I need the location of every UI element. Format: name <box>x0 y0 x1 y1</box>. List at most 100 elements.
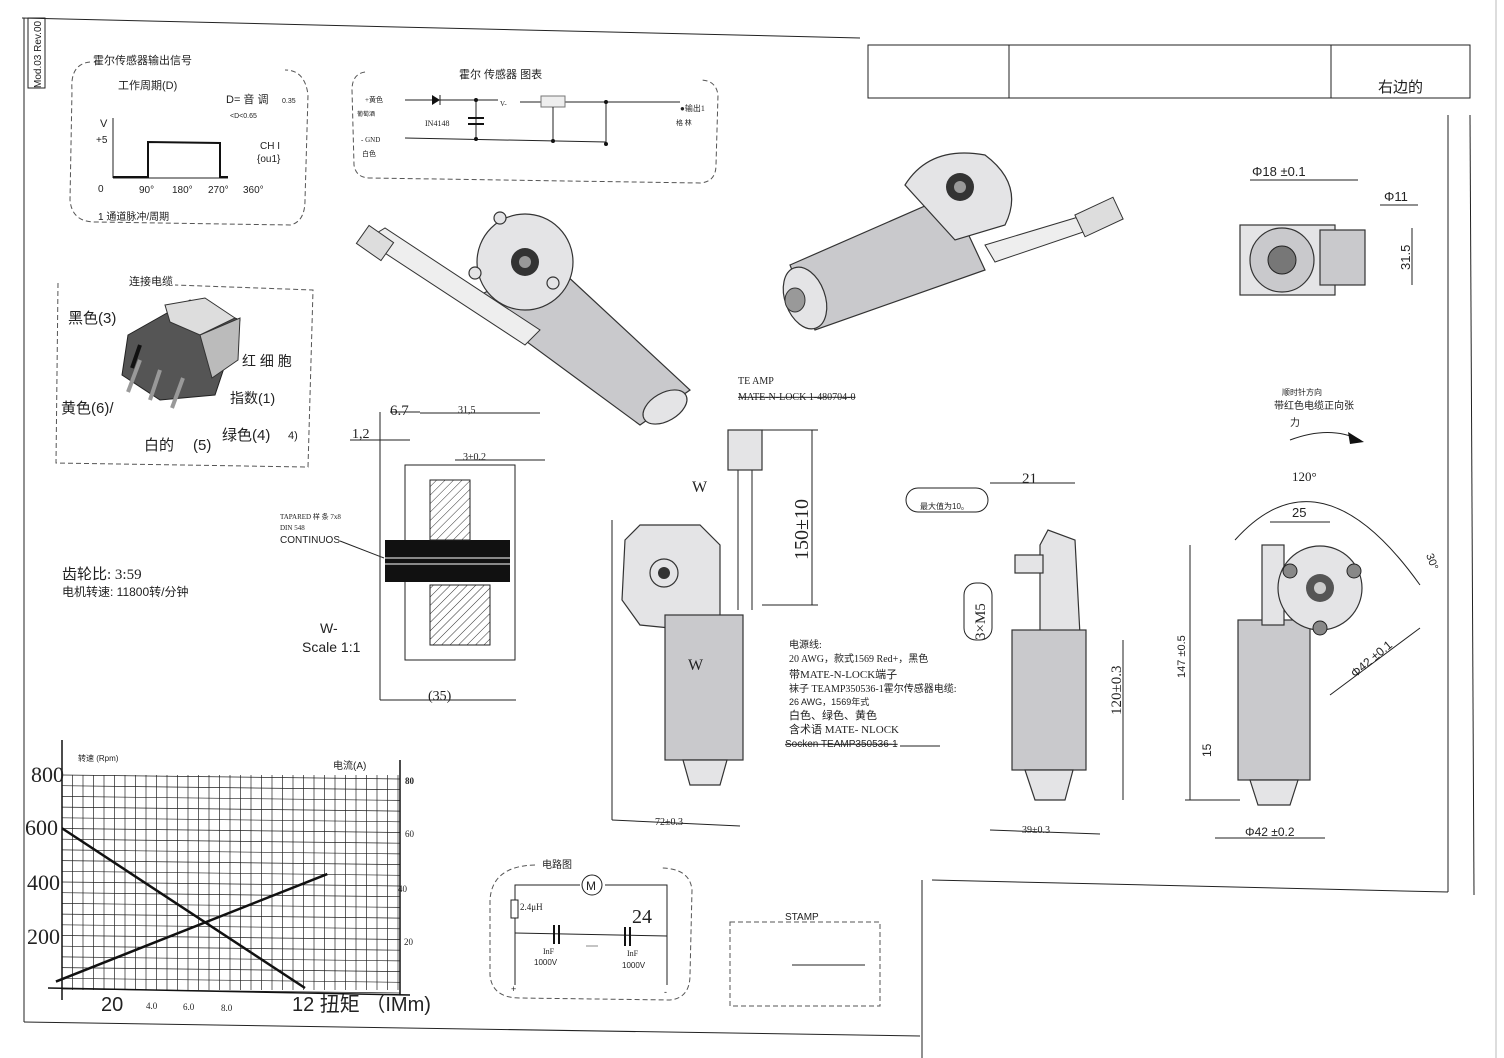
grid-line <box>61 806 401 812</box>
x-tick: 4.0 <box>146 1001 158 1011</box>
x-tick: 6.0 <box>183 1002 195 1012</box>
pin-yellow: +黄色 <box>365 95 383 104</box>
hall-circuit-panel: 霍尔 传感器 图表 +黄色 葡萄酒 IN4148 - GND 白色 V- ●输出… <box>351 67 719 184</box>
label-white: 白的 <box>144 437 174 454</box>
grid-line <box>61 828 401 833</box>
dim-3: 3±0.2 <box>463 452 486 463</box>
scale-label: Scale 1:1 <box>302 639 361 655</box>
motor-isometric-left <box>355 211 691 426</box>
note-line: 20 AWG，款式1569 Red+，黑色 <box>789 652 928 665</box>
motor-speed: 电机转速: 11800转/分钟 <box>62 584 188 599</box>
grid-line <box>61 785 401 791</box>
title-block: 右边的 <box>867 44 1471 99</box>
connector-title: 连接电缆 <box>129 275 173 288</box>
grid-line <box>61 870 401 876</box>
voltage-label: 24 <box>632 906 652 928</box>
spline-note-3: CONTINUOS <box>280 535 340 546</box>
grid-line <box>61 892 401 898</box>
spline-note-1: TAPARED 样 条 7x8 <box>280 512 341 521</box>
tick-0: 0 <box>98 184 104 195</box>
formula: D= 音 调 <box>226 92 268 106</box>
x-tick: 8.0 <box>221 1003 233 1013</box>
thread-label: 3×M5 <box>973 603 989 640</box>
label-green: 绿色(4) <box>222 427 270 444</box>
v-axis-label: V <box>100 118 108 130</box>
tick-180: 180° <box>172 185 193 196</box>
tick-90: 90° <box>139 185 154 196</box>
note-line: 带MATE-N-LOCK端子 <box>789 668 897 681</box>
cap1-label: InF <box>543 947 555 956</box>
grid-line <box>61 774 401 780</box>
dim-15: 15 <box>1200 743 1214 757</box>
out1-label: ●输出1 <box>680 103 705 113</box>
circuit-title: 电路图 <box>542 858 572 871</box>
x-axis-label: 12 扭矩 （IMm) <box>292 993 431 1016</box>
dim-1-2: 1,2 <box>352 427 370 442</box>
plus5-label: +5 <box>96 135 108 146</box>
inductor-icon <box>510 899 519 919</box>
tick-360: 360° <box>243 185 264 196</box>
hall-circuit-title: 霍尔 传感器 图表 <box>459 67 542 81</box>
stamp-title: STAMP <box>785 912 819 923</box>
grid-line <box>61 796 401 801</box>
minus-terminal: - <box>664 987 667 997</box>
y-tick: 800 <box>31 762 64 787</box>
gear-ratio: 齿轮比: 3:59 <box>62 566 142 583</box>
grid-line <box>61 945 401 951</box>
stamp-box: STAMP <box>729 912 881 1007</box>
gnd-label: - GND <box>361 136 380 144</box>
note-line: Socken TEAMP350536-1 <box>785 739 898 750</box>
y-tick: 600 <box>25 815 58 840</box>
label-yellow: 黄色(6)/ <box>61 400 114 417</box>
dim-6-7: 6.7 <box>390 403 409 419</box>
motor-symbol-label: M <box>586 879 596 893</box>
label-red: 红 细 胞 <box>242 353 292 369</box>
dim-150: 150±10 <box>791 499 813 560</box>
dim-h315: 31.5 <box>1398 245 1413 270</box>
dim-39: 39±0.3 <box>1022 825 1050 836</box>
duty-label: 工作周期(D) <box>118 79 177 92</box>
y2-tick: 60 <box>405 829 415 839</box>
max-note: 最大值为10。 <box>920 501 969 511</box>
grid-line <box>61 849 401 855</box>
cap2-voltage: 1000V <box>622 961 646 970</box>
grid-line <box>61 817 401 823</box>
grid-line <box>61 913 401 919</box>
doc-code-box: Mod.03 Rev.00 <box>27 17 46 89</box>
dim-31-5: 31,5 <box>458 405 476 416</box>
connector-panel: 连接电缆 黑色(3) 红 细 胞 指数(1) 黄色(6)/ 绿色(4) 4) 白… <box>55 275 314 468</box>
y-axis-label: 转速 (Rpm) <box>78 753 119 763</box>
grid-line <box>61 903 401 908</box>
out1-sub: 格 林 <box>676 118 692 127</box>
plus-terminal: + <box>511 984 516 994</box>
dim-35: (35) <box>428 689 452 704</box>
note-line: 26 AWG，1569年式 <box>789 696 869 707</box>
grid-line <box>61 977 401 983</box>
sheet-frame <box>21 0 1497 1058</box>
note-line: 含术语 MATE- NLOCK <box>789 722 899 736</box>
dia-42b: Φ42 ±0.2 <box>1245 825 1295 839</box>
y-tick: 400 <box>27 870 60 895</box>
rotation-arrow-icon <box>1348 432 1364 444</box>
spline-note-2: DIN 548 <box>280 524 305 532</box>
grid-line <box>61 924 401 930</box>
series-current-line <box>55 872 328 983</box>
grid-line <box>61 881 401 887</box>
pin-yellow-sub: 葡萄酒 <box>357 110 375 118</box>
angle-120: 120° <box>1292 469 1317 484</box>
dim-120: 120±0.3 <box>1109 666 1125 715</box>
chart-grid <box>61 774 401 994</box>
ch-label: CH I <box>260 141 280 152</box>
hall-signal-panel: 霍尔传感器输出信号 工作周期(D) D= 音 调 0.35 <D<0.65 V … <box>69 53 309 226</box>
grid-line <box>61 935 401 940</box>
connector-illustration <box>121 297 241 409</box>
dim-d11: Φ11 <box>1384 189 1408 204</box>
dir-note-1: 顺时针方向 <box>1282 387 1322 397</box>
front-view: 150±10 W W 72±0.3 TE AMP MATE-N-LOCK 1-4… <box>611 376 957 828</box>
grid-line <box>61 838 401 844</box>
cap1-voltage: 1000V <box>534 958 558 967</box>
label-white-num: (5) <box>193 437 211 454</box>
series-speed-line <box>61 827 306 990</box>
grid-line <box>61 967 401 972</box>
grid-line <box>61 860 401 865</box>
